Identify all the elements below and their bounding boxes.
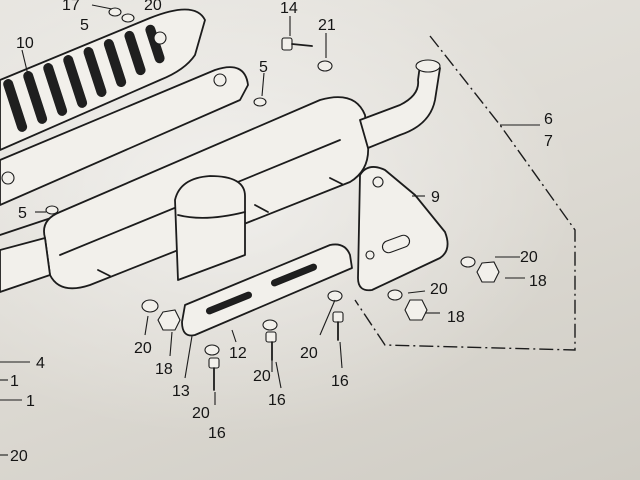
callout-14: 14 — [280, 0, 298, 17]
callout-13: 13 — [172, 383, 190, 400]
leader-lines — [0, 4, 525, 456]
callout-20-top: 20 — [144, 0, 162, 14]
callout-18-right-b: 18 — [447, 309, 465, 326]
callout-18-lower: 18 — [155, 361, 173, 378]
plate-12 — [181, 243, 353, 337]
callout-20-right-b: 20 — [430, 281, 448, 298]
callout-4: 4 — [36, 355, 45, 372]
callout-10: 10 — [16, 35, 34, 52]
callout-20-edge: 20 — [10, 448, 28, 465]
callout-20-lower-c: 20 — [300, 345, 318, 362]
callout-18-right-a: 18 — [529, 273, 547, 290]
callout-5-mid: 5 — [259, 59, 268, 76]
callout-21: 21 — [318, 17, 336, 34]
callout-12: 12 — [229, 345, 247, 362]
callout-20-lower-a: 20 — [134, 340, 152, 357]
callout-20-bottom: 20 — [192, 405, 210, 422]
callout-5-top: 5 — [80, 17, 89, 34]
bolt-14 — [281, 37, 333, 72]
callout-16-b: 16 — [268, 392, 286, 409]
muffler — [0, 59, 441, 293]
bracket-9 — [357, 166, 449, 292]
callout-16-c: 16 — [208, 425, 226, 442]
callout-7: 7 — [544, 133, 553, 150]
callout-16-a: 16 — [331, 373, 349, 390]
callout-20-right-a: 20 — [520, 249, 538, 266]
callout-1-b: 1 — [26, 393, 35, 410]
heat-shield — [0, 8, 206, 151]
reference-lines — [354, 35, 576, 351]
washers-top — [45, 7, 267, 215]
callout-5-left: 5 — [18, 205, 27, 222]
callout-20-lower-b: 20 — [253, 368, 271, 385]
callout-9: 9 — [431, 189, 440, 206]
callout-6: 6 — [544, 111, 553, 128]
fasteners-lower — [141, 256, 500, 391]
callout-17: 17 — [62, 0, 80, 14]
callout-1-a: 1 — [10, 373, 19, 390]
callout-labels: 17 20 5 10 14 21 5 6 7 9 5 20 18 20 18 2… — [10, 0, 553, 465]
